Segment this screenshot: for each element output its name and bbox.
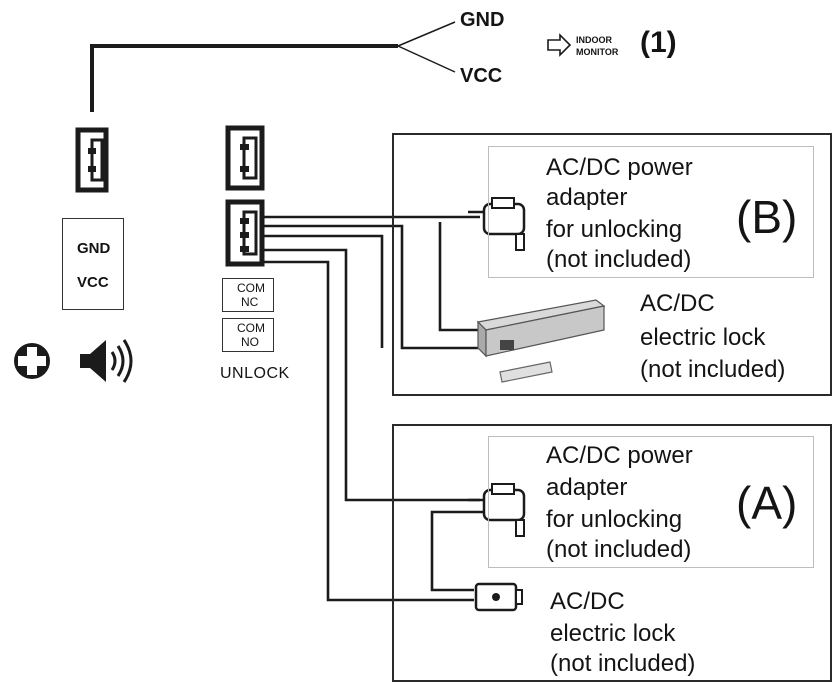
panel-b-adapter-frame: [488, 146, 814, 278]
panel-b-lock-line-1: AC/DC: [640, 290, 715, 317]
com-nc-top: COM: [237, 281, 265, 295]
panel-a-adapter-line-3: for unlocking: [546, 506, 683, 533]
plus-circle-icon: [14, 343, 50, 379]
panel-b-adapter-line-3: for unlocking: [546, 216, 683, 243]
panel-a-adapter-line-2: adapter: [546, 474, 628, 501]
com-no-bottom: NO: [241, 335, 259, 349]
monitor-label: MONITOR: [576, 47, 619, 57]
electric-lock-b-icon: [476, 299, 606, 383]
monitor-cable: [90, 44, 398, 112]
panel-b-letter: (B): [736, 191, 798, 243]
panel-b-lock-line-3: (not included): [640, 356, 786, 383]
arrow-right-icon: [547, 33, 572, 57]
panel-a-letter: (A): [736, 477, 798, 529]
speaker-icon: [80, 339, 133, 383]
electric-lock-a-icon: [474, 582, 523, 612]
gnd-wire-split: [397, 21, 456, 47]
com-no-top: COM: [237, 321, 265, 335]
vcc-wire-label: VCC: [460, 65, 503, 87]
panel-b: [392, 133, 832, 396]
panel-a-adapter-frame: [488, 436, 814, 568]
gnd-wire-label: GND: [460, 9, 505, 31]
power-gnd-label: GND: [77, 240, 111, 257]
panel-a-adapter-line-4: (not included): [546, 536, 692, 563]
panel-a-adapter-line-1: AC/DC power: [546, 442, 693, 469]
upper-connector: [225, 125, 265, 191]
indoor-label: INDOOR: [576, 35, 612, 45]
unlock-label: UNLOCK: [220, 365, 290, 382]
panel-b-adapter-line-2: adapter: [546, 184, 628, 211]
power-connector: [75, 127, 109, 193]
power-vcc-label: VCC: [77, 274, 109, 291]
power-adapter-icon-a: [468, 483, 526, 537]
com-nc-bottom: NC: [241, 295, 259, 309]
com-nc-label: COM NC: [222, 278, 274, 312]
com-no-label: COM NO: [222, 318, 274, 352]
power-terminal-label: GND VCC: [62, 218, 124, 310]
vcc-wire-split: [397, 45, 456, 73]
monitor-number: (1): [640, 26, 677, 59]
unlock-wires: [264, 215, 484, 602]
panel-b-lock-line-2: electric lock: [640, 324, 766, 351]
unlock-connector: [225, 199, 265, 267]
panel-b-adapter-line-4: (not included): [546, 246, 692, 273]
panel-a-lock-line-2: electric lock: [550, 620, 676, 647]
panel-b-adapter-line-1: AC/DC power: [546, 154, 693, 181]
panel-a-lock-line-1: AC/DC: [550, 588, 625, 615]
panel-a-lock-line-3: (not included): [550, 650, 696, 677]
power-adapter-icon-b: [468, 197, 526, 251]
